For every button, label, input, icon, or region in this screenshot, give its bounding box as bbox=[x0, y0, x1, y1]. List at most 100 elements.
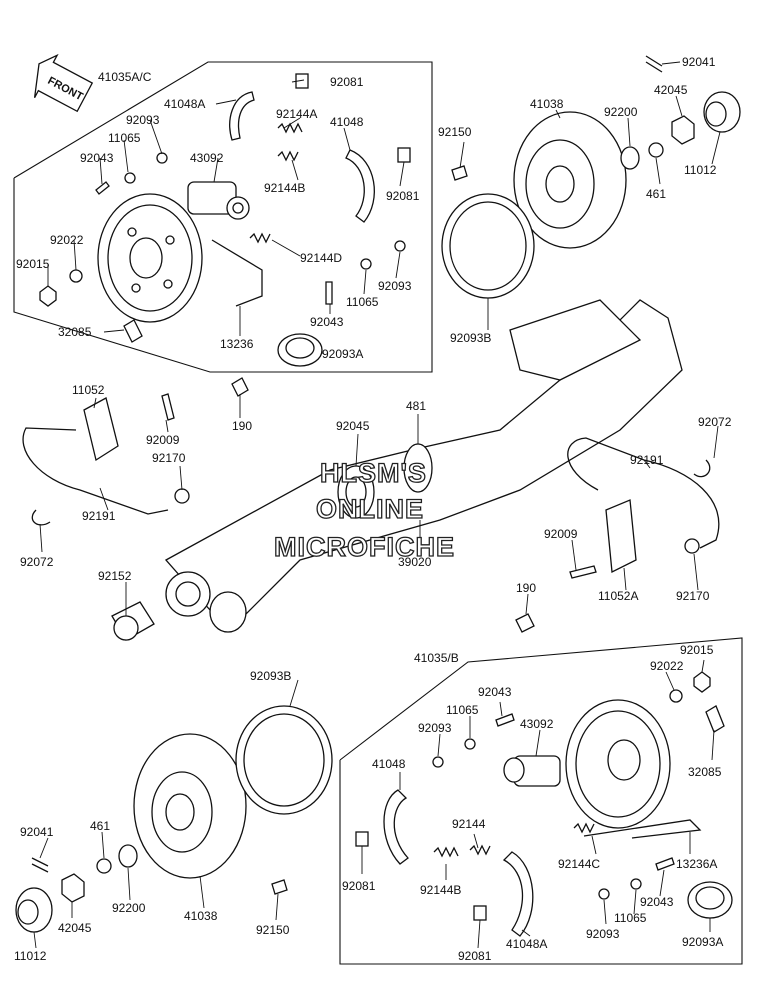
cap-11012-upper bbox=[703, 91, 741, 133]
label-92093a-b: 92093A bbox=[682, 935, 723, 949]
label-92144c: 92144C bbox=[558, 857, 600, 871]
lower-brake-assembly-outline bbox=[339, 637, 743, 965]
washer-92093-upper bbox=[156, 152, 168, 164]
label-92093-c: 92093 bbox=[418, 721, 452, 735]
label-92144: 92144 bbox=[452, 817, 486, 831]
label-461-b: 461 bbox=[90, 819, 110, 833]
label-92144b-a: 92144B bbox=[264, 181, 305, 195]
label-92093b-a: 92093B bbox=[450, 331, 491, 345]
label-92015-b: 92015 bbox=[680, 643, 714, 657]
label-92170-b: 92170 bbox=[676, 589, 710, 603]
label-461-a: 461 bbox=[646, 187, 666, 201]
pin-92043-right bbox=[325, 281, 333, 305]
watermark-line-2: ONLINE bbox=[316, 494, 424, 524]
clip-92022-lower bbox=[669, 689, 683, 703]
washer-92200-upper bbox=[620, 146, 640, 170]
label-190-a: 190 bbox=[232, 419, 252, 433]
label-11065-a: 11065 bbox=[108, 131, 141, 145]
clamp-92170-upper bbox=[174, 488, 190, 504]
brake-shoe-41048a-lower bbox=[502, 851, 534, 937]
label-43092-a: 43092 bbox=[190, 151, 224, 165]
wheel-cylinder-upper bbox=[187, 181, 250, 220]
label-92093b-b: 92093B bbox=[250, 669, 291, 683]
part-number-labels: 41035A/C 92081 92041 41048A 92144A 41048… bbox=[14, 55, 732, 963]
washer-92200-lower bbox=[118, 844, 138, 868]
cotter-pin-92041-lower bbox=[31, 857, 49, 873]
label-92200-a: 92200 bbox=[604, 105, 638, 119]
washer-92093-lower bbox=[432, 756, 444, 768]
label-92072-a: 92072 bbox=[698, 415, 732, 429]
washer-11065-right bbox=[360, 258, 372, 270]
bracket-32085-lower bbox=[705, 705, 725, 733]
nut-92015-lower bbox=[693, 671, 711, 693]
label-11065-b: 11065 bbox=[346, 295, 379, 309]
nut-42045-upper bbox=[671, 115, 695, 145]
label-92022-a: 92022 bbox=[50, 233, 84, 247]
bolt-92009-lower bbox=[569, 565, 597, 579]
label-92200-b: 92200 bbox=[112, 901, 146, 915]
label-92191-b: 92191 bbox=[82, 509, 116, 523]
label-92093a-a: 92093A bbox=[322, 347, 363, 361]
label-13236a: 13236A bbox=[676, 857, 717, 871]
brake-shoe-41048a bbox=[229, 91, 255, 141]
label-41035-b: 41035/B bbox=[414, 651, 459, 665]
pin-92043-upper bbox=[95, 181, 110, 195]
label-92041-a: 92041 bbox=[682, 55, 716, 69]
label-92081-c: 92081 bbox=[342, 879, 376, 893]
clip-92072-right bbox=[693, 459, 711, 478]
label-92081-d: 92081 bbox=[458, 949, 492, 963]
label-11052: 11052 bbox=[72, 383, 105, 397]
bracket-32085-upper bbox=[123, 319, 143, 343]
label-11012-b: 11012 bbox=[14, 949, 47, 963]
watermark: HLSM'S ONLINE MICROFICHE bbox=[273, 457, 454, 562]
label-92081-b: 92081 bbox=[386, 189, 420, 203]
drum-seal-92093b-lower bbox=[235, 705, 333, 815]
lever-13236 bbox=[211, 239, 263, 307]
label-92043-d: 92043 bbox=[640, 895, 674, 909]
label-11012-a: 11012 bbox=[684, 163, 717, 177]
label-42045-a: 42045 bbox=[654, 83, 688, 97]
boot-92093a-lower bbox=[687, 881, 733, 919]
spring-92144c bbox=[573, 822, 595, 834]
label-92081-a: 92081 bbox=[330, 75, 364, 89]
label-43092-b: 43092 bbox=[520, 717, 554, 731]
label-11065-c: 11065 bbox=[446, 703, 479, 717]
cable-92191-left bbox=[22, 427, 169, 515]
bracket-11052a bbox=[605, 499, 637, 574]
boot-92093a-upper bbox=[277, 333, 323, 367]
label-32085-b: 32085 bbox=[688, 765, 722, 779]
spring-92144 bbox=[469, 844, 491, 856]
watermark-line-1: HLSM'S bbox=[320, 458, 427, 488]
label-41048-b: 41048 bbox=[372, 757, 406, 771]
label-92022-b: 92022 bbox=[650, 659, 684, 673]
label-92150-a: 92150 bbox=[438, 125, 472, 139]
label-41038-b: 41038 bbox=[184, 909, 218, 923]
brake-shoe-41048-upper bbox=[345, 149, 375, 223]
spring-92144a bbox=[277, 122, 303, 134]
label-481: 481 bbox=[406, 399, 426, 413]
brake-shoe-41048-lower bbox=[383, 789, 409, 865]
washer-92093-lower-right bbox=[598, 888, 610, 900]
label-92144d: 92144D bbox=[300, 251, 342, 265]
label-92144a: 92144A bbox=[276, 107, 317, 121]
washer-11065-lower-right bbox=[630, 878, 642, 890]
label-92072-b: 92072 bbox=[20, 555, 54, 569]
label-92043-a: 92043 bbox=[80, 151, 114, 165]
clip-92022-upper bbox=[69, 269, 83, 283]
washer-92093-right bbox=[394, 240, 406, 252]
drum-seal-92093b-upper bbox=[441, 193, 535, 299]
clip-92081-lower-right bbox=[473, 905, 487, 921]
pin-92043-lower bbox=[495, 713, 515, 727]
bolt-92150-lower bbox=[271, 879, 288, 895]
bolt-92009-upper bbox=[161, 393, 175, 421]
clamp-92170-lower bbox=[684, 538, 700, 554]
bushing-92152 bbox=[111, 601, 155, 641]
label-92150-b: 92150 bbox=[256, 923, 290, 937]
cap-11012-lower bbox=[15, 887, 53, 933]
label-92191-a: 92191 bbox=[630, 453, 664, 467]
clip-92072-left bbox=[31, 509, 51, 526]
pin-92043-lower-right bbox=[655, 857, 675, 871]
front-arrow-icon: FRONT bbox=[33, 53, 94, 113]
label-92043-b: 92043 bbox=[310, 315, 344, 329]
